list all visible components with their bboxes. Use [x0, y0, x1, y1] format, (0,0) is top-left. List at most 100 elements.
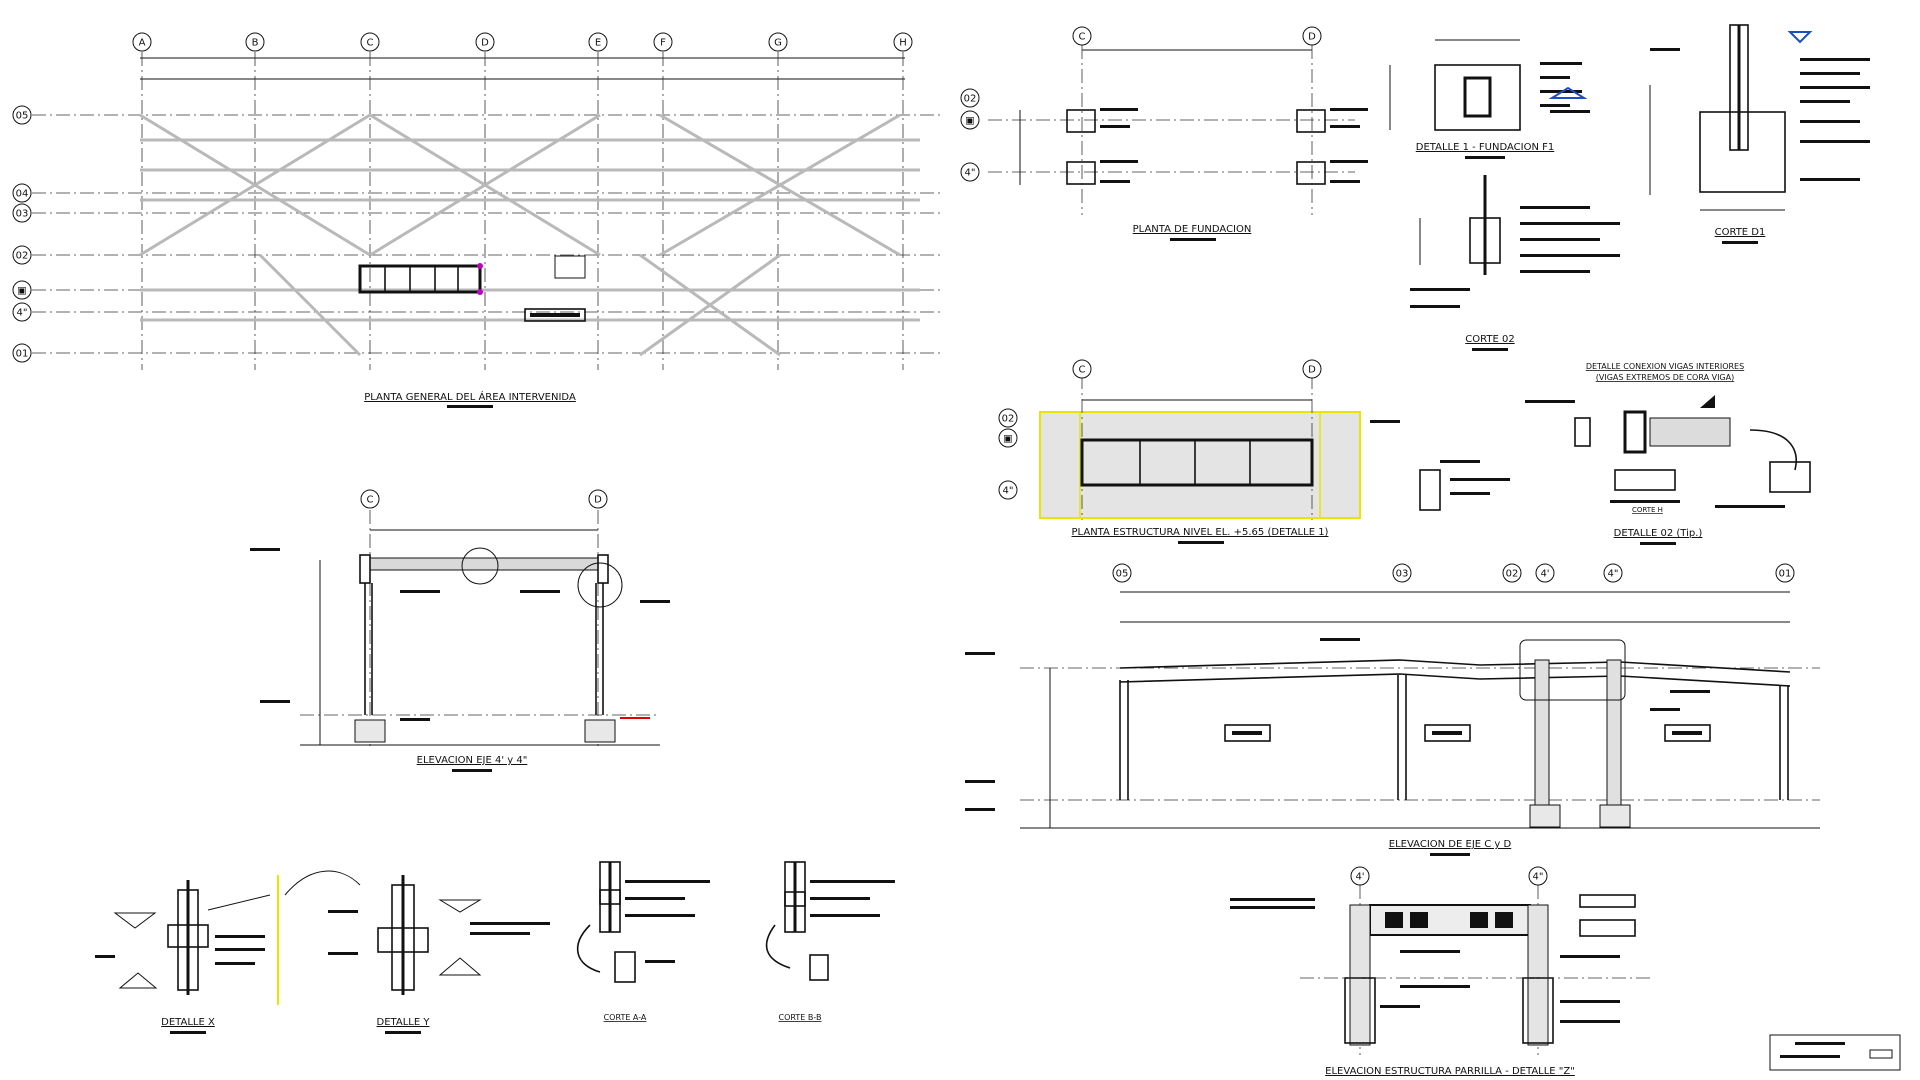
grid-bubble-col: H [893, 32, 913, 52]
grid-bubble-col: A [132, 32, 152, 52]
bubble-label: ▣ [17, 286, 26, 297]
bubble-label: 05 [16, 111, 29, 122]
bubble-label: E [595, 38, 601, 49]
bubble-label: C [1079, 365, 1086, 376]
roof-bracing [139, 113, 920, 357]
title-planta-estructura: PLANTA ESTRUCTURA NIVEL EL. +5.65 (DETAL… [1072, 527, 1329, 538]
grid-bubble-col: F [653, 32, 673, 52]
title-elev-cd: ELEVACION DE EJE C y D [1389, 839, 1512, 850]
title-detalle1: DETALLE 1 - FUNDACION F1 [1416, 142, 1554, 153]
grid-bubble-col: 4" [1603, 563, 1623, 583]
title-corte-02: CORTE 02 [1465, 334, 1514, 345]
grid-bubble-col: E [588, 32, 608, 52]
grid-bubble-row: 03 [12, 203, 32, 223]
bubble-label: 4" [1608, 569, 1619, 580]
corte-a-a: CORTE A-A [576, 861, 710, 1022]
title-planta-general: PLANTA GENERAL DEL ÁREA INTERVENIDA [364, 390, 576, 403]
title-detalle-conexion-1: DETALLE CONEXION VIGAS INTERIORES [1586, 362, 1744, 371]
bubble-label: 02 [964, 94, 977, 105]
grid-bubble-col: 05 [1112, 563, 1132, 583]
title-elev-parrilla: ELEVACION ESTRUCTURA PARRILLA - DETALLE … [1325, 1066, 1575, 1077]
detalle-x: DETALLE X [95, 870, 361, 1034]
bubble-label: 4' [1355, 872, 1364, 883]
title-elev-4: ELEVACION EJE 4' y 4" [417, 755, 528, 766]
bubble-label: C [1079, 32, 1086, 43]
title-corte-d1: CORTE D1 [1715, 227, 1766, 238]
grid-bubble-row: 02 [12, 245, 32, 265]
grid-bubble-col: C [360, 32, 380, 52]
planta-estructura: PLANTA ESTRUCTURA NIVEL EL. +5.65 (DETAL… [1039, 375, 1510, 544]
grid-bubble-row: 02 [998, 408, 1018, 428]
grid-bubble-col: C [1072, 26, 1092, 46]
grid-bubble-col: D [1302, 359, 1322, 379]
detalle-y: DETALLE Y [328, 875, 550, 1034]
bubble-label: 02 [16, 251, 29, 262]
bubble-label: D [1308, 365, 1316, 376]
title-corte-aa: CORTE A-A [604, 1013, 647, 1022]
bubble-label: D [1308, 32, 1316, 43]
title-corte-bb: CORTE B-B [779, 1013, 822, 1022]
grid-bubble-row: 02 [960, 88, 980, 108]
grid-bubble-col: C [1072, 359, 1092, 379]
bubble-label: ▣ [965, 116, 974, 127]
grid-bubble-row: 05 [12, 105, 32, 125]
bubble-label: F [660, 38, 666, 49]
bubble-label: C [367, 495, 374, 506]
grid-bubble-col: D [588, 489, 608, 509]
grid-bubble-col: B [245, 32, 265, 52]
bubble-label: 05 [1116, 569, 1129, 580]
title-block [1769, 1034, 1901, 1071]
bubble-label: 03 [16, 209, 29, 220]
grid-bubble-row: ▣ [12, 280, 32, 300]
grid-bubble-col: D [475, 32, 495, 52]
grid-bubble-row: 4" [12, 302, 32, 322]
title-planta-fundacion: PLANTA DE FUNDACION [1133, 224, 1252, 235]
grid-bubble-col: 4' [1535, 563, 1555, 583]
bubble-label: C [367, 38, 374, 49]
elevacion-parrilla: ELEVACION ESTRUCTURA PARRILLA - DETALLE … [1230, 885, 1650, 1077]
title-detalle-conexion-2: (VIGAS EXTREMOS DE CORA VIGA) [1596, 373, 1734, 382]
title-detalle-02: DETALLE 02 (Tip.) [1614, 528, 1703, 539]
grid-bubble-col: D [1302, 26, 1322, 46]
grid-bubble-row: 4" [998, 480, 1018, 500]
bubble-label: 01 [1779, 569, 1792, 580]
grid-bubble-row: ▣ [960, 110, 980, 130]
bubble-label: 01 [16, 349, 29, 360]
title-corte-h: CORTE H [1632, 506, 1663, 514]
grid-bubble-row: ▣ [998, 428, 1018, 448]
bubble-label: 4" [17, 308, 28, 319]
corte-d1: CORTE D1 [1649, 24, 1870, 244]
grid-bubble-row: 01 [12, 343, 32, 363]
grid-bubble-row: 04 [12, 183, 32, 203]
title-detalle-y: DETALLE Y [377, 1017, 431, 1028]
bubble-label: H [899, 38, 907, 49]
grid-bubble-col: 03 [1392, 563, 1412, 583]
planta-fundacion: PLANTA DE FUNDACION [988, 45, 1368, 241]
grid-bubble-col: 01 [1775, 563, 1795, 583]
bubble-label: G [774, 38, 782, 49]
bubble-label: ▣ [1003, 434, 1012, 445]
elevacion-eje-cd: ELEVACION DE EJE C y D [965, 591, 1820, 856]
grid-bubble-col: C [360, 489, 380, 509]
title-detalle-x: DETALLE X [161, 1017, 215, 1028]
bubble-label: 02 [1506, 569, 1519, 580]
bubble-label: 04 [16, 189, 29, 200]
bubble-label: 4' [1540, 569, 1549, 580]
corte-b-b: CORTE B-B [765, 861, 895, 1022]
bubble-label: 4" [1003, 486, 1014, 497]
detalle1-fundacion: DETALLE 1 - FUNDACION F1 [1389, 39, 1590, 159]
bubble-label: 03 [1396, 569, 1409, 580]
bubble-label: 4" [965, 168, 976, 179]
detalle-02-conexion: DETALLE CONEXION VIGAS INTERIORES (VIGAS… [1525, 362, 1811, 545]
elevacion-eje-4: ELEVACION EJE 4' y 4" [250, 510, 670, 772]
grid-bubble-col: G [768, 32, 788, 52]
bubble-label: B [252, 38, 259, 49]
grid-bubble-col: 4" [1528, 866, 1548, 886]
bubble-label: 02 [1002, 414, 1015, 425]
planta-general-plan: PLANTA GENERAL DEL ÁREA INTERVENIDA [32, 52, 940, 408]
bubble-label: D [594, 495, 602, 506]
bubble-label: 4" [1533, 872, 1544, 883]
corte-02: CORTE 02 [1410, 175, 1620, 351]
